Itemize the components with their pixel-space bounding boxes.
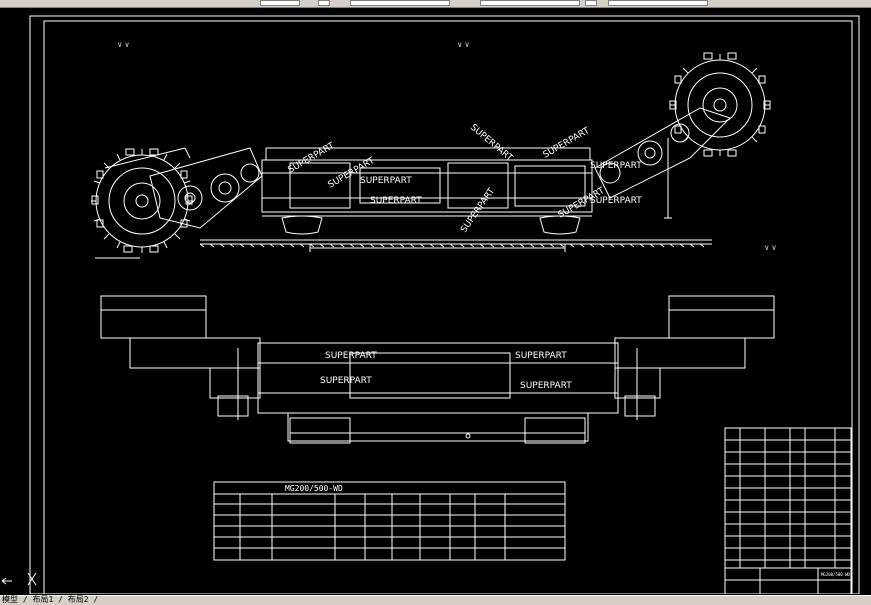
plan-view: [100, 295, 775, 444]
dim-mark: V V: [765, 245, 776, 252]
side-elevation-view: [91, 52, 771, 259]
right-ranging-arm: [594, 107, 731, 199]
watermark: SUPERPART: [287, 141, 337, 176]
watermark: SUPERPART: [320, 376, 372, 386]
dim-mark: V V: [458, 42, 469, 49]
technical-spec-table: MG200/500-WD: [213, 481, 566, 561]
title-block-code: MG200/500-WD: [821, 572, 850, 577]
cad-drawing-canvas[interactable]: V V V V V V: [0, 8, 871, 594]
toolbar-field[interactable]: [260, 0, 300, 6]
watermark: SUPERPART: [515, 351, 567, 361]
cad-toolbar-strip: [0, 0, 871, 8]
layout-tabs-bar[interactable]: 模型 / 布局1 / 布局2 /: [0, 595, 871, 605]
watermark: SUPERPART: [325, 351, 377, 361]
watermark: SUPERPART: [590, 161, 642, 171]
watermark: SUPERPART: [542, 126, 592, 161]
watermark: SUPERPART: [360, 176, 412, 186]
ucs-icon: [1, 572, 37, 586]
watermark: SUPERPART: [370, 196, 422, 206]
machine-body: [261, 159, 593, 213]
left-ranging-arm: [149, 147, 263, 229]
bom-table: MG200/500-WD: [724, 427, 852, 594]
watermark: SUPERPART: [459, 186, 497, 235]
right-drum-plan: [668, 295, 775, 339]
watermark: SUPERPART: [520, 381, 572, 391]
left-drum-plan: [100, 295, 207, 339]
spec-table-title: MG200/500-WD: [285, 484, 343, 493]
drawing-border-outer: [29, 15, 860, 594]
linetype-dropdown[interactable]: [480, 0, 580, 6]
body-plan: [257, 342, 619, 414]
toolbar-icon[interactable]: [585, 0, 597, 6]
dim-mark: V V: [118, 42, 129, 49]
watermark: SUPERPART: [468, 123, 514, 164]
right-shoe: [539, 215, 581, 235]
layer-dropdown[interactable]: [350, 0, 450, 6]
drawing-border-inner: [43, 20, 853, 594]
toolbar-icon[interactable]: [318, 0, 330, 6]
layout-tabs-text[interactable]: 模型 / 布局1 / 布局2 /: [2, 595, 99, 604]
watermark: SUPERPART: [590, 196, 642, 206]
lineweight-dropdown[interactable]: [608, 0, 708, 6]
left-shoe: [281, 215, 323, 235]
